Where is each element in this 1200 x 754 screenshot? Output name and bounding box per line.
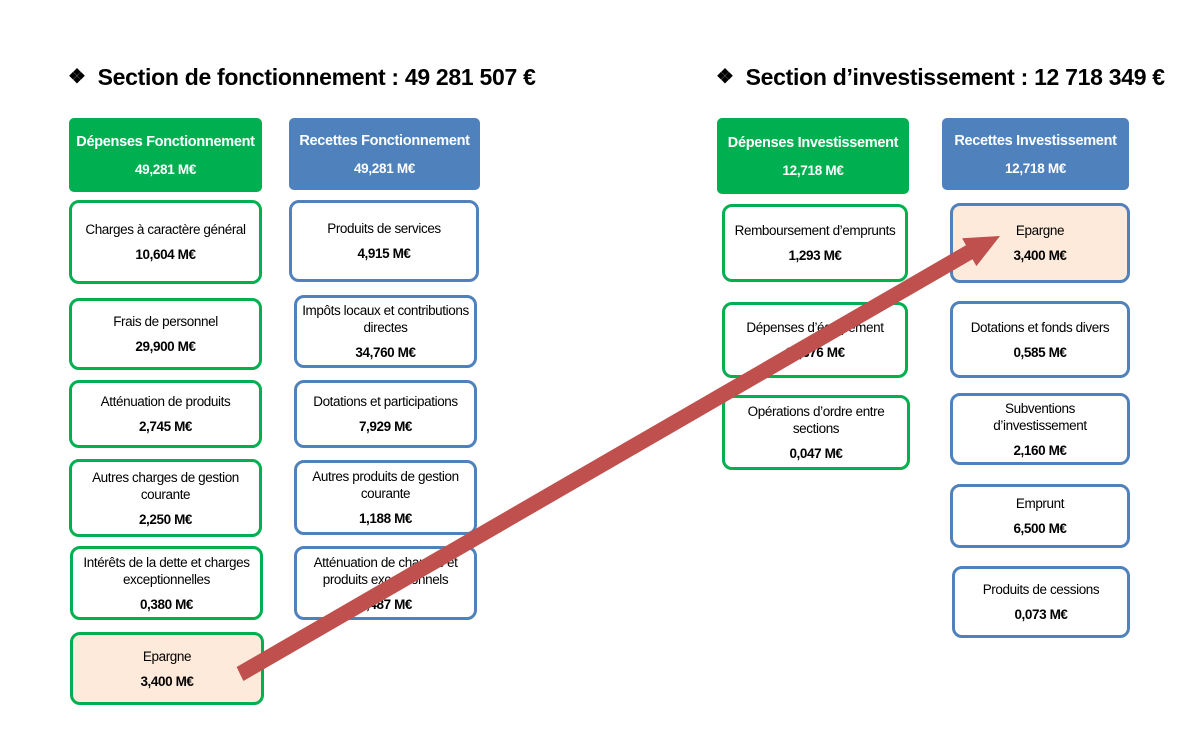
- box-impots-locaux-contributions-directes: Impôts locaux et contributions directes …: [294, 295, 477, 368]
- box-amount: 3,400 M€: [1013, 248, 1067, 263]
- box-emprunt: Emprunt 6,500 M€: [950, 484, 1130, 548]
- four-diamond-bullet-icon: ❖: [68, 66, 86, 88]
- box-label: Dépenses d’équipement: [746, 320, 884, 335]
- box-amount: 0,487 M€: [358, 596, 413, 612]
- box-amount: 0,380 M€: [139, 596, 194, 612]
- header-amount: 12,718 M€: [1004, 160, 1067, 176]
- box-dotations-et-participations: Dotations et participations 7,929 M€: [294, 380, 477, 448]
- box-epargne-fonctionnement: Epargne 3,400 M€: [70, 632, 264, 705]
- box-label: Intérêts de la dette et charges exceptio…: [83, 554, 250, 587]
- box-amount: 34,760 M€: [355, 345, 416, 360]
- box-label: Autres produits de gestion courante: [312, 469, 459, 501]
- box-label: Emprunt: [1015, 496, 1065, 511]
- box-frais-de-personnel: Frais de personnel 29,900 M€: [69, 298, 262, 370]
- box-amount: 10,604 M€: [135, 247, 196, 262]
- header-label: Recettes Fonctionnement: [299, 132, 470, 149]
- box-amount: 0,585 M€: [1013, 344, 1067, 360]
- box-label: Produits de cessions: [982, 582, 1100, 597]
- header-recettes-investissement: Recettes Investissement 12,718 M€: [942, 118, 1129, 190]
- box-amount: 2,745 M€: [138, 419, 193, 434]
- box-label: Atténuation de charges et produits excep…: [313, 554, 458, 587]
- box-amount: 6,500 M€: [1013, 521, 1067, 536]
- four-diamond-bullet-icon: ❖: [716, 66, 734, 88]
- box-amount: 1,188 M€: [358, 511, 413, 526]
- box-amount: 0,047 M€: [789, 446, 843, 461]
- section-title-fonctionnement: ❖ Section de fonctionnement : 49 281 507…: [68, 62, 536, 92]
- box-epargne-investissement: Epargne 3,400 M€: [950, 203, 1130, 283]
- box-produits-de-services: Produits de services 4,915 M€: [289, 200, 479, 282]
- box-remboursement-emprunts: Remboursement d’emprunts 1,293 M€: [722, 204, 908, 282]
- header-amount: 49,281 M€: [353, 160, 416, 176]
- box-amount: 2,160 M€: [1013, 442, 1067, 458]
- box-label: Dotations et participations: [313, 394, 458, 409]
- box-autres-charges-gestion-courante: Autres charges de gestion courante 2,250…: [69, 459, 262, 537]
- box-interets-dette-charges-exceptionnelles: Intérêts de la dette et charges exceptio…: [70, 546, 263, 620]
- box-charges-caractere-general: Charges à caractère général 10,604 M€: [69, 200, 262, 284]
- box-label: Epargne: [142, 648, 192, 664]
- box-attenuation-charges-produits-exceptionnels: Atténuation de charges et produits excep…: [294, 546, 477, 620]
- box-subventions-investissement: Subventions d’investissement 2,160 M€: [950, 393, 1130, 465]
- box-dotations-fonds-divers: Dotations et fonds divers 0,585 M€: [950, 301, 1130, 378]
- box-label: Subventions d’investissement: [993, 400, 1087, 433]
- title-text: Section de fonctionnement : 49 281 507 €: [97, 63, 536, 90]
- box-label: Charges à caractère général: [85, 222, 246, 237]
- box-label: Dotations et fonds divers: [970, 319, 1110, 335]
- box-amount: 4,915 M€: [357, 246, 411, 261]
- box-amount: 2,250 M€: [138, 511, 193, 527]
- box-attenuation-de-produits: Atténuation de produits 2,745 M€: [69, 380, 262, 448]
- box-label: Remboursement d’emprunts: [734, 223, 896, 238]
- box-autres-produits-gestion-courante: Autres produits de gestion courante 1,18…: [294, 460, 477, 535]
- box-amount: 0,073 M€: [1014, 607, 1068, 622]
- box-produits-de-cessions: Produits de cessions 0,073 M€: [952, 566, 1130, 638]
- box-label: Opérations d’ordre entre sections: [747, 404, 885, 436]
- box-label: Autres charges de gestion courante: [92, 469, 239, 502]
- header-recettes-fonctionnement: Recettes Fonctionnement 49,281 M€: [289, 118, 480, 190]
- box-amount: 29,900 M€: [135, 339, 196, 354]
- box-label: Epargne: [1015, 223, 1065, 238]
- box-amount: 11,376 M€: [785, 345, 845, 360]
- header-label: Dépenses Investissement: [727, 134, 899, 151]
- box-amount: 1,293 M€: [788, 248, 842, 263]
- box-label: Impôts locaux et contributions directes: [302, 303, 469, 335]
- header-label: Recettes Investissement: [954, 132, 1117, 149]
- section-title-investissement: ❖ Section d’investissement : 12 718 349 …: [716, 62, 1165, 92]
- box-operations-ordre-entre-sections: Opérations d’ordre entre sections 0,047 …: [722, 395, 910, 470]
- box-label: Atténuation de produits: [100, 394, 231, 409]
- header-amount: 12,718 M€: [782, 162, 844, 178]
- box-depenses-equipement: Dépenses d’équipement 11,376 M€: [722, 302, 908, 378]
- box-label: Frais de personnel: [113, 314, 218, 329]
- header-depenses-fonctionnement: Dépenses Fonctionnement 49,281 M€: [69, 118, 262, 192]
- box-amount: 3,400 M€: [140, 673, 194, 689]
- header-label: Dépenses Fonctionnement: [76, 133, 255, 150]
- box-amount: 7,929 M€: [358, 419, 413, 434]
- header-depenses-investissement: Dépenses Investissement 12,718 M€: [717, 118, 909, 194]
- header-amount: 49,281 M€: [134, 161, 197, 177]
- title-text: Section d’investissement : 12 718 349 €: [745, 63, 1165, 90]
- box-label: Produits de services: [327, 221, 441, 236]
